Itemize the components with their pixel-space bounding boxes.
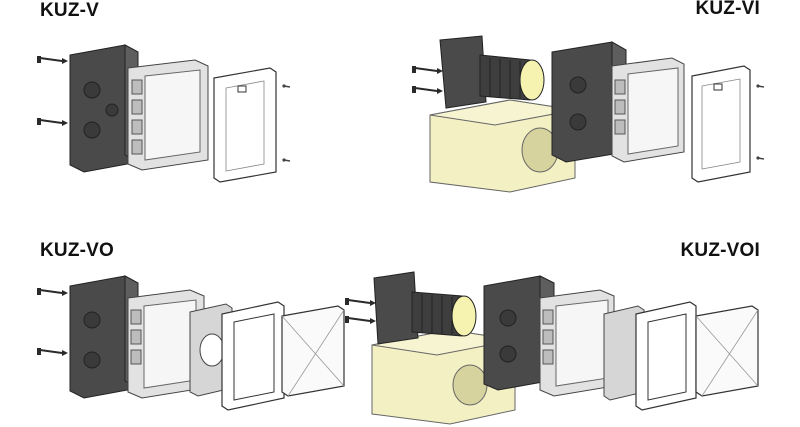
kuz-v-assembly — [36, 44, 291, 183]
transparent-door — [695, 305, 759, 397]
screw-icon — [411, 65, 444, 75]
screw-icon — [36, 347, 69, 357]
cover-plate — [213, 67, 277, 183]
screw-icon — [36, 287, 69, 297]
label-kuz-voi: KUZ-VOI — [680, 240, 760, 261]
flange-pipe — [439, 35, 545, 109]
kuz-vi-assembly — [411, 35, 765, 193]
transparent-door — [281, 305, 345, 397]
insulation-block — [371, 329, 516, 425]
mounting-frame — [127, 59, 209, 171]
screw-icon — [344, 297, 377, 307]
mounting-frame — [539, 289, 615, 397]
flange-pipe — [373, 271, 477, 345]
label-kuz-v: KUZ-V — [40, 0, 100, 21]
screw-icon — [36, 55, 69, 65]
small-screw-icon — [281, 157, 291, 163]
screw-icon — [36, 117, 69, 127]
screw-icon — [344, 315, 377, 325]
small-screw-icon — [755, 155, 765, 161]
label-kuz-vo: KUZ-VO — [40, 240, 115, 261]
kuz-vo-assembly — [36, 275, 345, 411]
small-screw-icon — [281, 83, 291, 89]
insulation-block — [429, 99, 576, 193]
cover-plate — [691, 65, 751, 183]
kuz-voi-assembly — [344, 271, 759, 425]
door-frame — [635, 301, 697, 411]
mounting-frame — [611, 57, 685, 163]
door-frame — [221, 301, 285, 411]
screw-icon — [411, 85, 444, 95]
small-screw-icon — [755, 83, 765, 89]
label-kuz-vi: KUZ-VI — [695, 0, 760, 19]
